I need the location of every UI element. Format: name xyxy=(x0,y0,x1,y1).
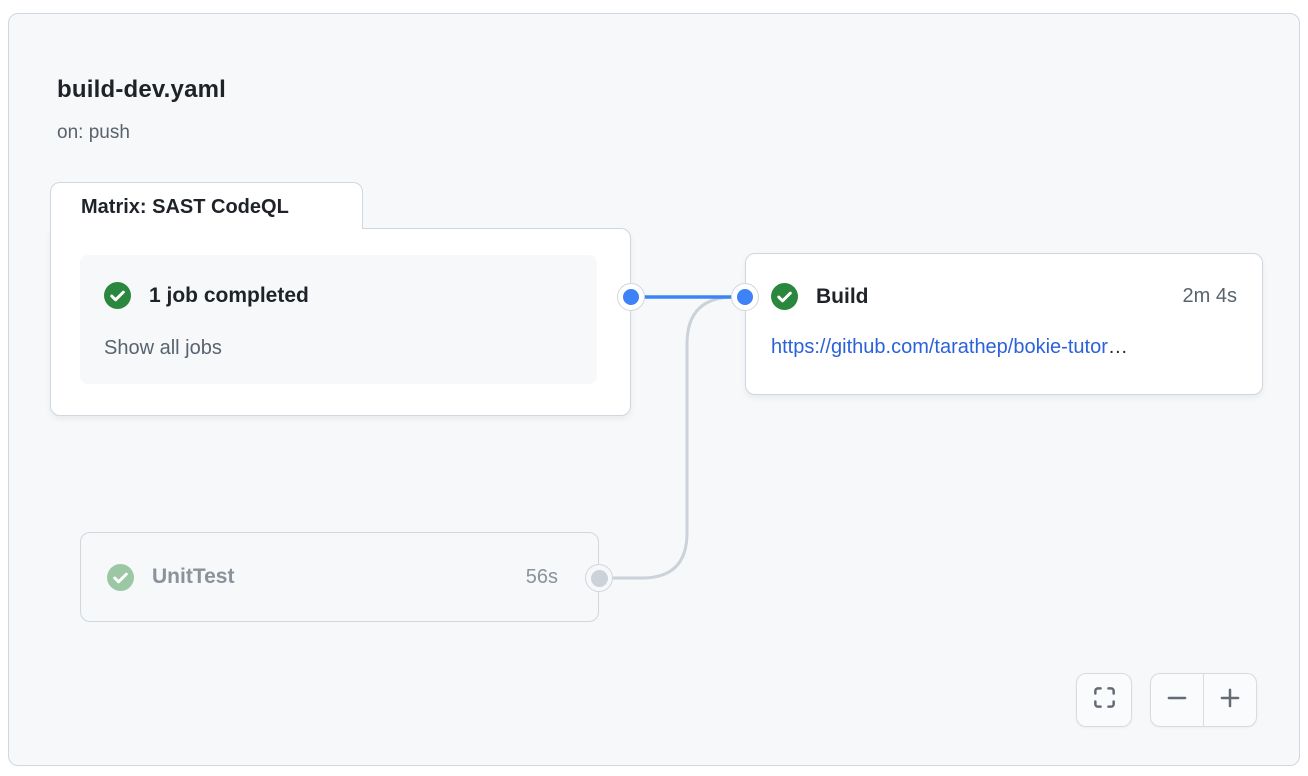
job-card-build[interactable]: Build 2m 4s https://github.com/tarathep/… xyxy=(745,253,1263,395)
workflow-trigger: on: push xyxy=(57,122,130,143)
success-check-icon xyxy=(104,282,131,309)
matrix-group-tab: Matrix: SAST CodeQL xyxy=(50,182,363,231)
fit-view-icon xyxy=(1092,685,1117,715)
zoom-control-group xyxy=(1150,673,1257,727)
job-output-url-text[interactable]: https://github.com/tarathep/bokie-tutor xyxy=(771,336,1108,358)
show-all-jobs-link[interactable]: Show all jobs xyxy=(104,337,222,359)
plus-icon xyxy=(1217,685,1243,716)
success-check-icon-muted xyxy=(107,563,134,591)
job-output-link[interactable]: https://github.com/tarathep/bokie-tutor… xyxy=(771,336,1237,359)
job-name-unittest: UnitTest xyxy=(152,565,235,588)
port-unittest-output xyxy=(585,564,613,592)
workflow-title: build-dev.yaml xyxy=(57,76,227,103)
port-matrix-output xyxy=(617,283,645,311)
matrix-group-card: 1 job completed Show all jobs xyxy=(50,228,631,416)
matrix-summary-card[interactable]: 1 job completed Show all jobs xyxy=(80,255,597,384)
minus-icon xyxy=(1164,685,1190,716)
zoom-out-button[interactable] xyxy=(1151,674,1203,726)
job-duration-build: 2m 4s xyxy=(1182,285,1237,307)
zoom-in-button[interactable] xyxy=(1203,674,1256,726)
success-check-icon xyxy=(771,283,798,310)
job-name-build: Build xyxy=(816,284,869,308)
matrix-summary-label: 1 job completed xyxy=(149,283,309,307)
port-dot-gray xyxy=(590,569,608,587)
link-truncation-ellipsis: … xyxy=(1107,336,1128,358)
fit-view-button[interactable] xyxy=(1076,673,1132,727)
job-card-unittest[interactable]: UnitTest 56s xyxy=(80,532,599,622)
matrix-group-label: Matrix: SAST CodeQL xyxy=(81,195,289,218)
job-duration-unittest: 56s xyxy=(525,565,558,588)
port-build-input xyxy=(731,283,759,311)
port-dot-blue xyxy=(623,289,639,305)
port-dot-blue xyxy=(737,289,753,305)
